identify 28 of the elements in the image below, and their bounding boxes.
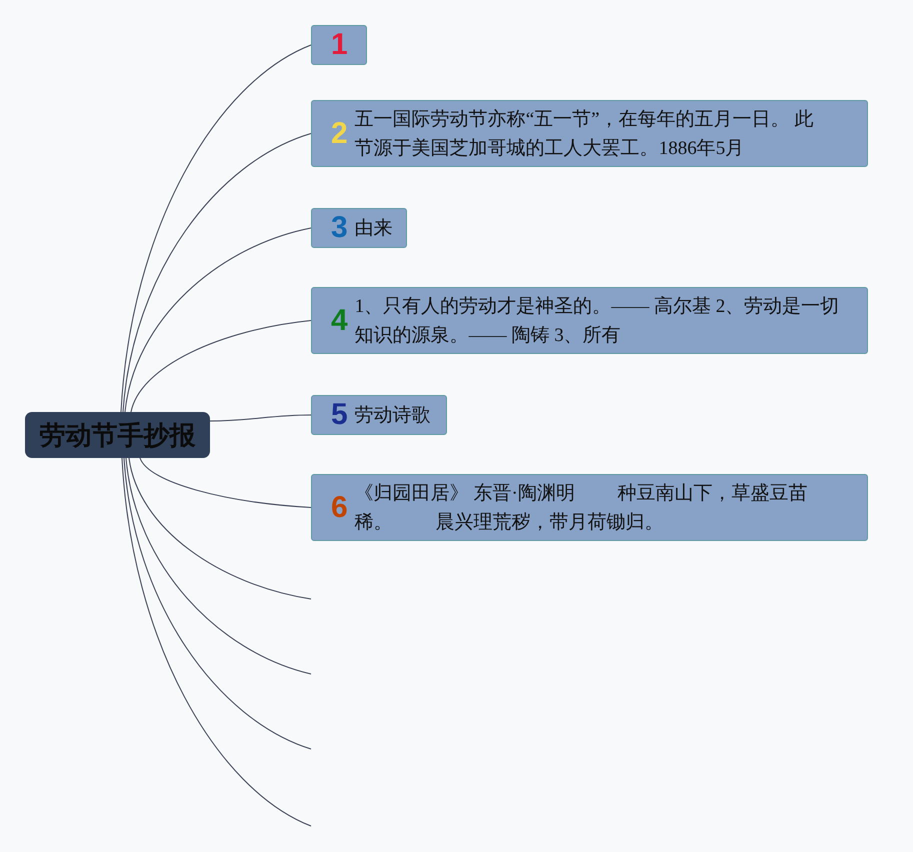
central-topic: 劳动节手抄报 — [25, 412, 210, 458]
topic-number: 2 — [331, 118, 348, 150]
branch-line — [122, 133, 312, 412]
topic-number: 1 — [331, 29, 348, 61]
topic-box — [311, 395, 447, 435]
topic-number: 6 — [331, 492, 348, 524]
topic-box — [311, 100, 868, 167]
branch-line — [122, 458, 312, 826]
topic-number: 3 — [331, 212, 348, 244]
branch-line — [124, 458, 312, 750]
topic-text: 劳动诗歌 — [354, 404, 431, 428]
topic-text: 《归园田居》 东晋·陶渊明 种豆南山下，草盛豆苗稀。 晨兴理荒秽，带月荷锄归。 — [354, 482, 809, 534]
topic-box — [311, 208, 407, 248]
topic-text: 由来 — [354, 216, 393, 240]
branch-line — [210, 414, 312, 422]
topic-text: 五一国际劳动节亦称“五一节”，在每年的五月一日。 此节源于美国芝加哥城的工人大罢工。1886年5月 — [354, 108, 814, 160]
branch-line — [120, 44, 312, 412]
branch-line — [124, 228, 312, 412]
branch-line — [140, 458, 312, 508]
topic-box — [311, 287, 868, 354]
topic-number: 4 — [331, 304, 348, 336]
branch-line — [126, 458, 312, 674]
topic-box — [311, 474, 868, 541]
topic-text: 1、只有人的劳动才是神圣的。—— 高尔基 2、劳动是一切知识的源泉。—— 陶铸 3、所有 — [354, 294, 840, 348]
topic-box — [311, 25, 367, 65]
branch-line — [128, 458, 312, 600]
topic-number: 5 — [331, 399, 348, 431]
branch-line — [130, 320, 312, 412]
